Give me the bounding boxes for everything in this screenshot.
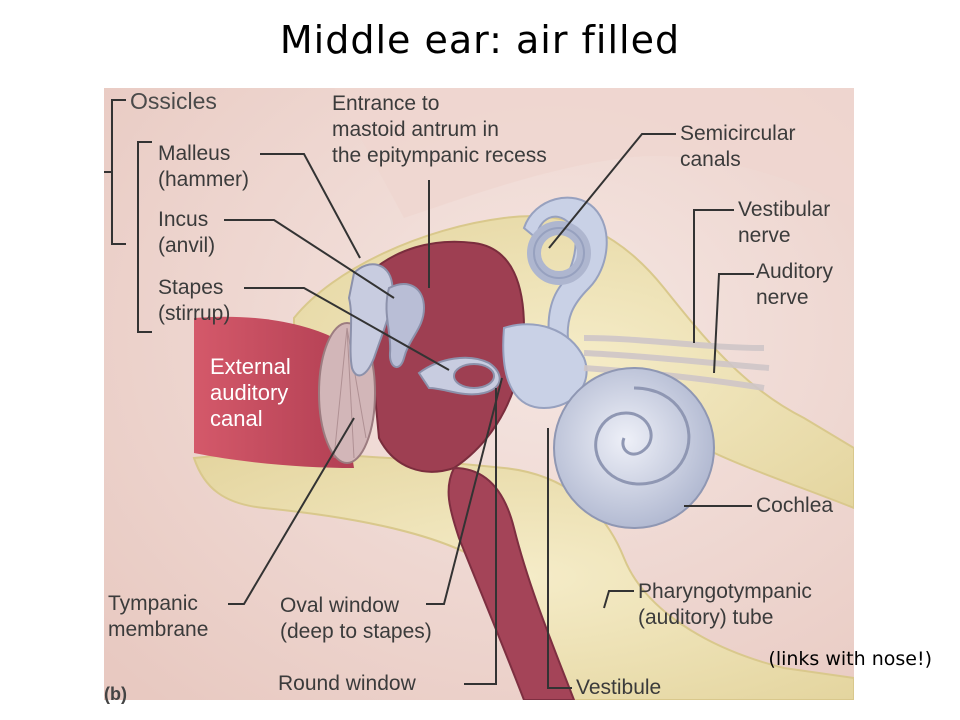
label-ossicles: Ossicles	[130, 88, 217, 114]
label-oval-line1: Oval window	[280, 594, 400, 617]
label-auditory-line2: nerve	[756, 286, 809, 309]
auditory-tube	[447, 466, 576, 700]
label-vestibular-line1: Vestibular	[738, 198, 831, 221]
label-malleus-common: (hammer)	[158, 168, 250, 191]
label-semicircular-line1: Semicircular	[680, 122, 796, 145]
note-text: (links with nose!)	[768, 648, 932, 670]
label-vestibular-line2: nerve	[738, 224, 791, 247]
label-external-line3: canal	[210, 406, 263, 431]
label-entrance-line3: the epitympanic recess	[332, 144, 547, 167]
nerve-bundle	[583, 335, 770, 391]
label-pharyngo-line2: (auditory) tube	[638, 606, 774, 629]
label-incus-common: (anvil)	[158, 234, 216, 257]
label-vestibule: Vestibule	[576, 676, 662, 699]
slide-title: Middle ear: air filled	[279, 18, 681, 62]
label-stapes: Stapes	[158, 276, 224, 299]
label-round-window: Round window	[278, 672, 416, 695]
label-pharyngo-line1: Pharyngotympanic	[638, 580, 812, 603]
ear-diagram: Ossicles Malleus (hammer) Incus (anvil) …	[104, 88, 854, 700]
label-cochlea: Cochlea	[756, 494, 834, 517]
label-incus: Incus	[158, 208, 209, 231]
leader-lines	[104, 99, 754, 689]
label-entrance-line1: Entrance to	[332, 92, 440, 115]
label-entrance-line2: mastoid antrum in	[332, 118, 499, 141]
label-external-line2: auditory	[210, 380, 289, 405]
label-external-line1: External	[210, 354, 291, 379]
upper-tissue-band	[334, 88, 854, 218]
label-malleus: Malleus	[158, 142, 231, 165]
label-tympanic-line2: membrane	[108, 618, 209, 641]
external-canal	[194, 316, 354, 468]
label-auditory-line1: Auditory	[756, 260, 834, 283]
label-semicircular-line2: canals	[680, 148, 741, 171]
label-oval-line2: (deep to stapes)	[280, 620, 432, 643]
malleus-shape	[347, 263, 394, 377]
panel-label: (b)	[104, 684, 127, 704]
cochlea-shape	[553, 367, 715, 529]
ear-illustration	[104, 88, 854, 700]
label-tympanic-line1: Tympanic	[108, 592, 198, 615]
label-stapes-common: (stirrup)	[158, 302, 231, 325]
incus-shape	[385, 283, 426, 368]
